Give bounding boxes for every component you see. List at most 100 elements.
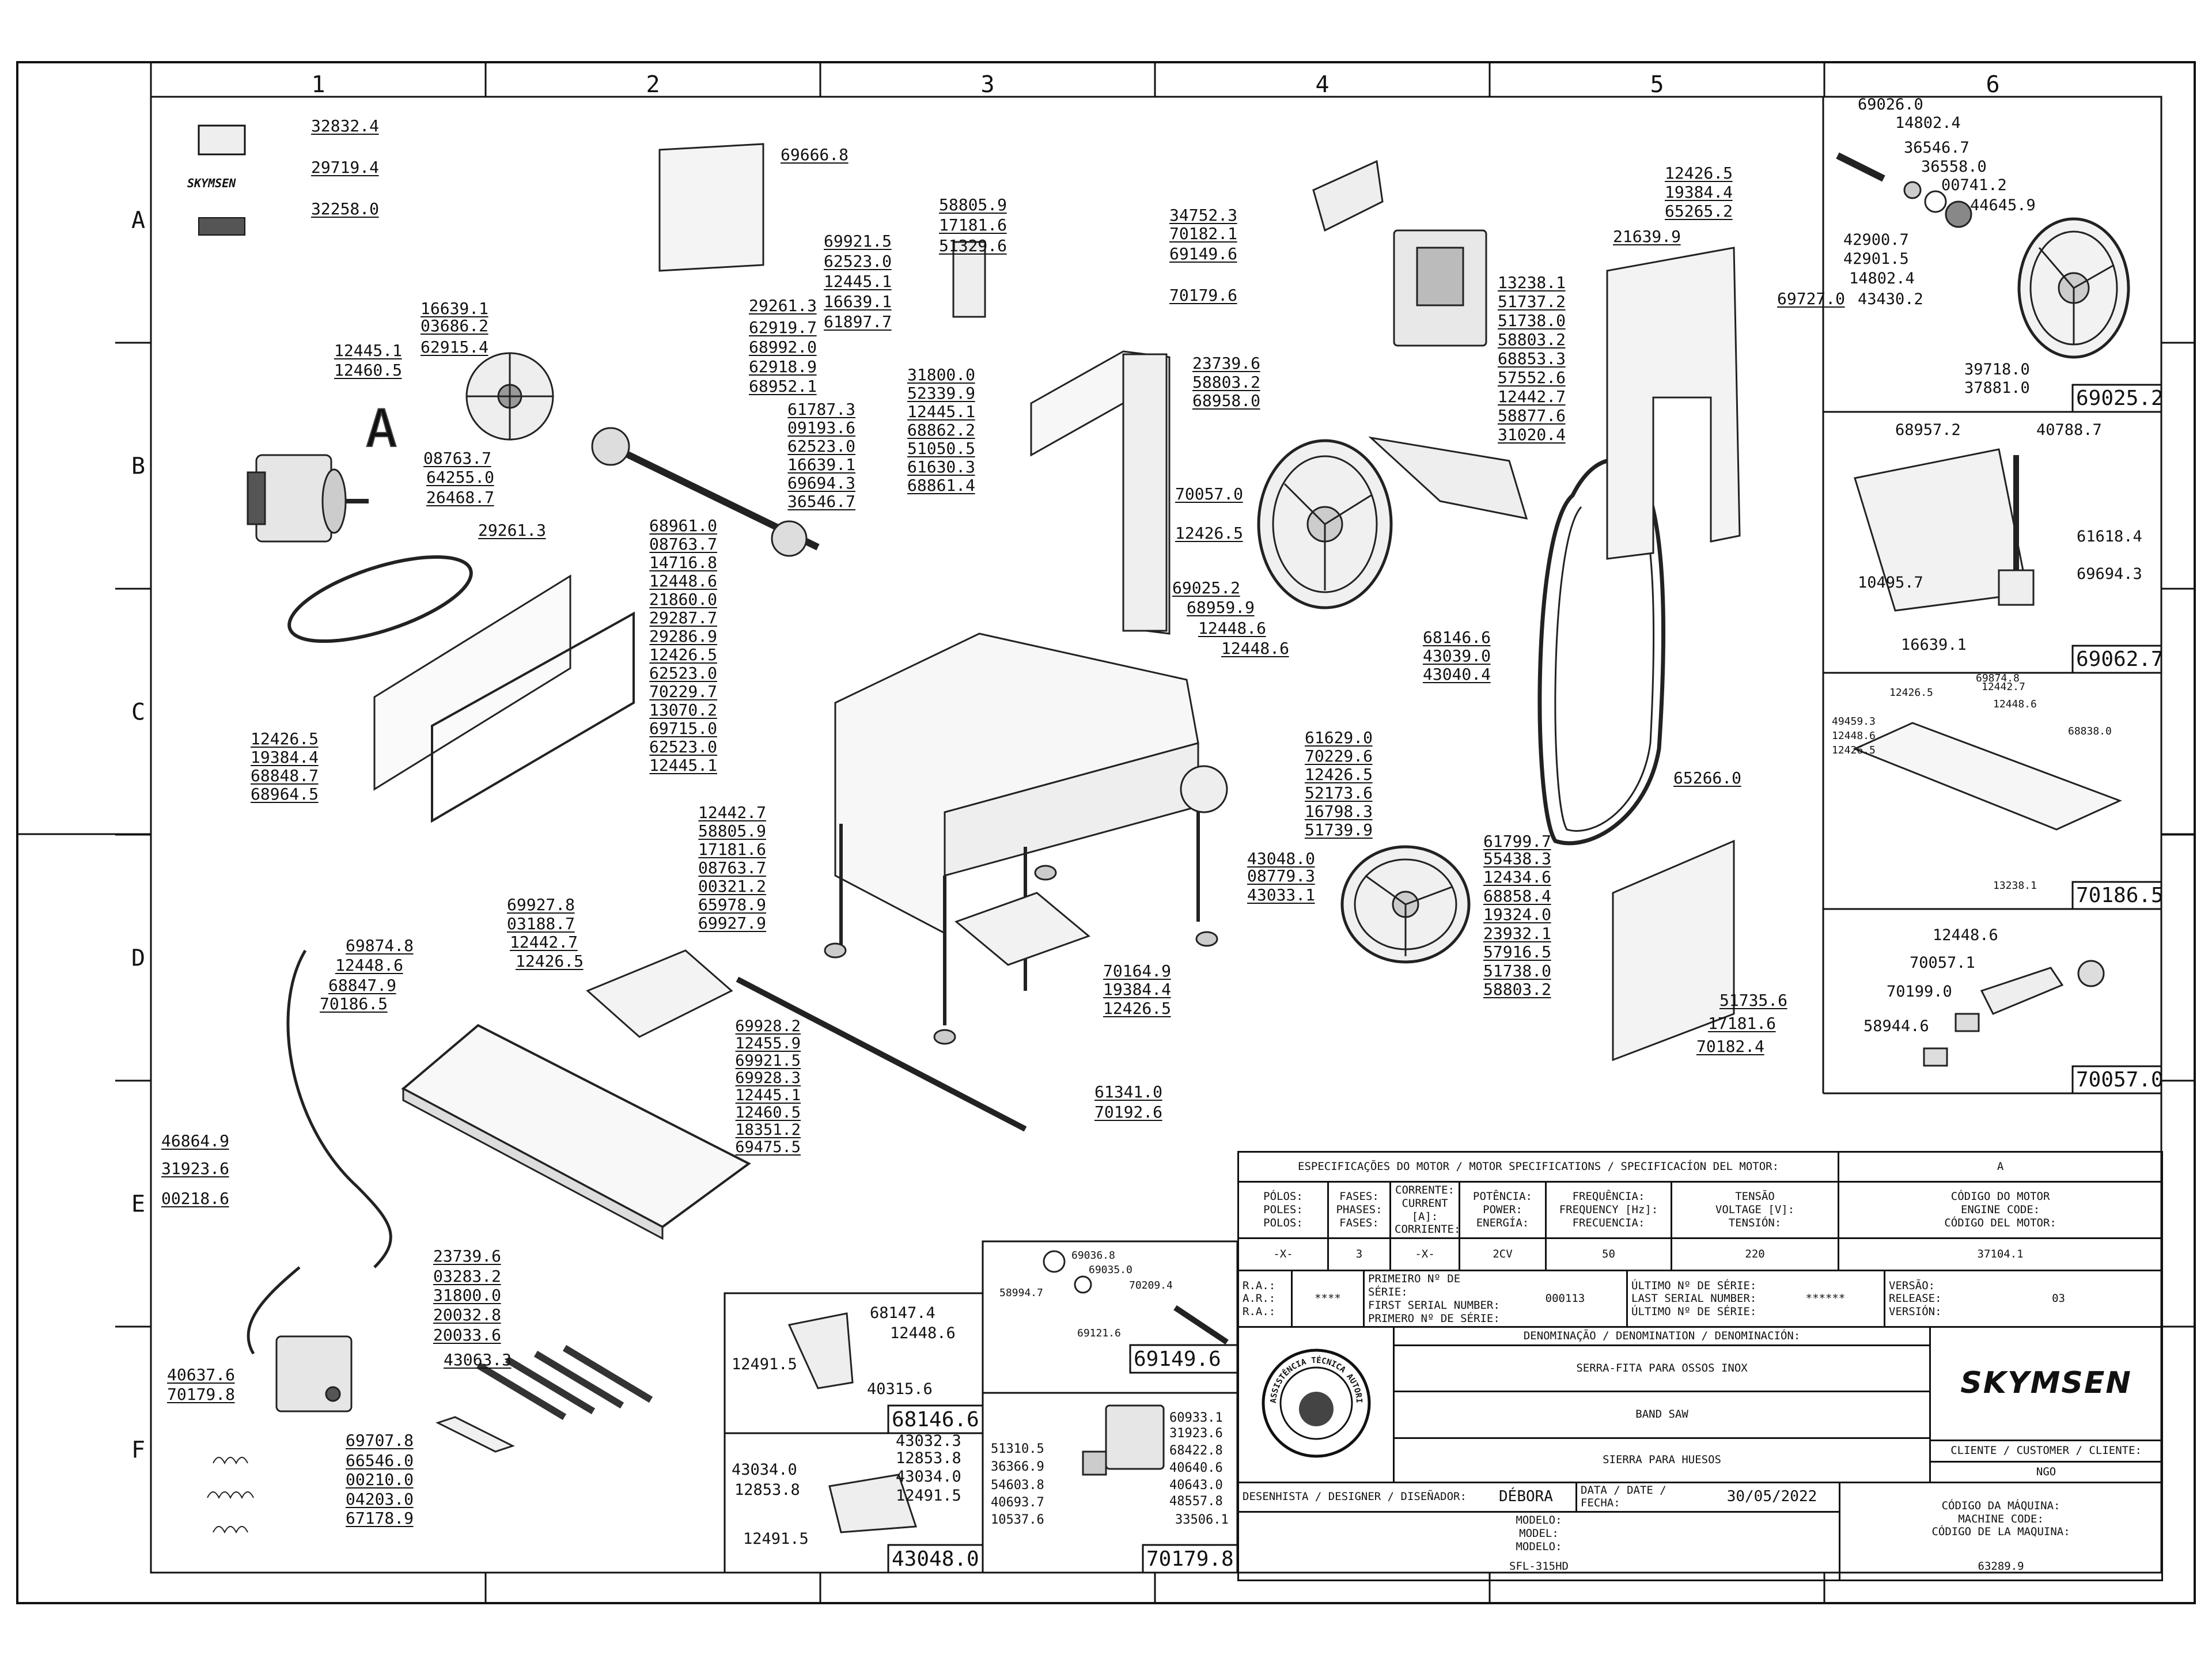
detail-part-label: 51310.5: [991, 1442, 1044, 1456]
part-number-label: 62523.0: [787, 437, 855, 456]
detail-part-label: 40788.7: [2036, 421, 2102, 439]
first-serial-label: PRIMEIRO Nº DE SÉRIE:FIRST SERIAL NUMBER…: [1368, 1272, 1500, 1325]
detail-box-code: 68146.6: [892, 1408, 979, 1431]
part-number-label: 12445.1: [907, 402, 975, 421]
detail-part-label: 42901.5: [1843, 250, 1909, 268]
detail-part-label: 33506.1: [1175, 1513, 1229, 1527]
denomination-label: DENOMINAÇÃO / DENOMINATION / DENOMINACIÓ…: [1393, 1328, 1930, 1346]
part-labels: 32832.429719.432258.012445.112460.516639…: [161, 116, 1845, 1528]
part-number-label: 19384.4: [1665, 183, 1733, 202]
detail-part-label: 43034.0: [732, 1461, 797, 1479]
handle-rods: [476, 1344, 653, 1421]
part-number-label: 31020.4: [1498, 425, 1566, 444]
part-number-label: 31800.0: [907, 365, 975, 384]
part-number-label: 43048.0: [1247, 849, 1315, 868]
part-number-label: 69921.5: [824, 232, 892, 251]
current-label: CORRENTE:CURRENT [A]:CORRIENTE:: [1389, 1180, 1460, 1240]
grid-col-label: 2: [646, 71, 660, 98]
detail-part-label: 70057.1: [1910, 954, 1975, 972]
client-label: CLIENTE / CUSTOMER / CLIENTE:: [1931, 1440, 2161, 1463]
part-number-label: 69927.8: [507, 895, 575, 914]
part-number-label: 12442.7: [698, 803, 766, 822]
part-number-label: 32832.4: [311, 116, 379, 135]
part-number-label: 70186.5: [320, 994, 388, 1013]
frequency-value: 50: [1545, 1237, 1672, 1272]
detail-rod-drawing: [787, 1312, 854, 1389]
detail-part-label: 49459.3: [1832, 715, 1876, 728]
detail-part-label: 40640.6: [1169, 1461, 1223, 1475]
part-number-label: 70182.1: [1169, 224, 1237, 243]
part-number-label: 62523.0: [824, 252, 892, 271]
product-name-es: SIERRA PARA HUESOS: [1603, 1453, 1721, 1467]
part-number-label: 16639.1: [824, 292, 892, 311]
detail-part-label: 54603.8: [991, 1478, 1044, 1493]
part-number-label: 64255.0: [426, 468, 494, 487]
part-number-label: 29261.3: [478, 521, 546, 540]
part-number-label: 19384.4: [251, 748, 319, 767]
top-cover: [658, 143, 764, 272]
part-number-label: 20033.6: [433, 1325, 501, 1344]
version-label: VERSÃO:RELEASE:VERSIÓN:: [1889, 1279, 1942, 1319]
part-number-label: 69149.6: [1169, 244, 1237, 263]
detail-part-label: 12426.5: [1832, 744, 1876, 756]
part-number-label: 69921.5: [735, 1052, 801, 1070]
detail-part-label: 12448.6: [1832, 730, 1876, 742]
part-number-label: 14716.8: [649, 553, 717, 572]
part-number-label: 52339.9: [907, 384, 975, 403]
phases-value: 3: [1327, 1237, 1391, 1272]
detail-part-label: 10537.6: [991, 1513, 1044, 1527]
part-number-label: 12445.1: [824, 272, 892, 291]
part-number-label: 29287.7: [649, 608, 717, 627]
client-value: NGO: [2036, 1465, 2056, 1478]
detail-part-label: 36546.7: [1904, 139, 1969, 157]
part-number-label: 51739.9: [1305, 820, 1373, 839]
detail-box-code: 69062.7: [2076, 647, 2164, 671]
part-number-label: 12445.1: [735, 1086, 801, 1104]
part-number-label: 12426.5: [516, 952, 584, 971]
phases-label: FASES:PHASES:FASES:: [1327, 1180, 1391, 1240]
part-number-label: 69715.0: [649, 719, 717, 738]
date-label: DATA / DATE / FECHA:: [1576, 1484, 1705, 1513]
part-number-label: 12445.1: [334, 341, 402, 360]
detail-part-label: 61618.4: [2077, 528, 2142, 546]
electrical-box-icon: [275, 1335, 353, 1412]
current-value: -X-: [1389, 1237, 1460, 1272]
upper-wheel-icon: [1257, 439, 1393, 609]
engine-code-value: 37104.1: [1838, 1237, 2164, 1272]
part-number-label: 58803.2: [1498, 330, 1566, 349]
part-number-label: 17181.6: [939, 215, 1007, 234]
machine-code-value: 63289.9: [1978, 1560, 2024, 1573]
detail-part-label: 48557.8: [1169, 1494, 1223, 1509]
part-number-label: 12426.5: [1305, 765, 1373, 784]
detail-part-label: 12491.5: [896, 1487, 961, 1505]
detail-part-label: 69694.3: [2077, 565, 2142, 583]
power-value: 2CV: [1459, 1237, 1547, 1272]
part-number-label: 43040.4: [1423, 665, 1491, 684]
detail-part-label: 12442.7: [1982, 681, 2025, 693]
detail-part-label: 12448.6: [1993, 698, 2037, 710]
grid-col-label: 6: [1986, 71, 1999, 98]
part-number-label: 70057.0: [1175, 484, 1243, 503]
part-number-label: 08763.7: [698, 858, 766, 877]
lower-wheel-icon: [1340, 845, 1471, 964]
power-label: POTÊNCIA:POWER:ENERGÍA:: [1459, 1180, 1547, 1240]
detail-part-label: 00741.2: [1941, 176, 2007, 194]
part-number-label: 61787.3: [787, 400, 855, 419]
part-number-label: 26468.7: [426, 488, 494, 507]
part-number-label: 43063.3: [444, 1350, 512, 1369]
detail-part-label: 68838.0: [2068, 725, 2112, 737]
detail-part-label: 12853.8: [896, 1449, 961, 1467]
detail-part-label: 14802.4: [1849, 270, 1915, 287]
grid-row-label: D: [131, 945, 145, 972]
part-number-label: 58803.2: [1483, 980, 1551, 999]
detail-guide-drawing: [1043, 1250, 1229, 1345]
detail-part-label: 42900.7: [1843, 231, 1909, 249]
part-number-label: 36546.7: [787, 492, 855, 511]
part-number-label: 04203.0: [346, 1490, 414, 1509]
model-label: MODELO:MODEL:MODELO:: [1516, 1514, 1562, 1553]
part-number-label: 29286.9: [649, 627, 717, 646]
part-number-label: 55438.3: [1483, 849, 1551, 868]
motor-spec-header: ESPECIFICAÇÕES DO MOTOR / MOTOR SPECIFIC…: [1237, 1151, 1840, 1183]
part-number-label: 57552.6: [1498, 368, 1566, 387]
